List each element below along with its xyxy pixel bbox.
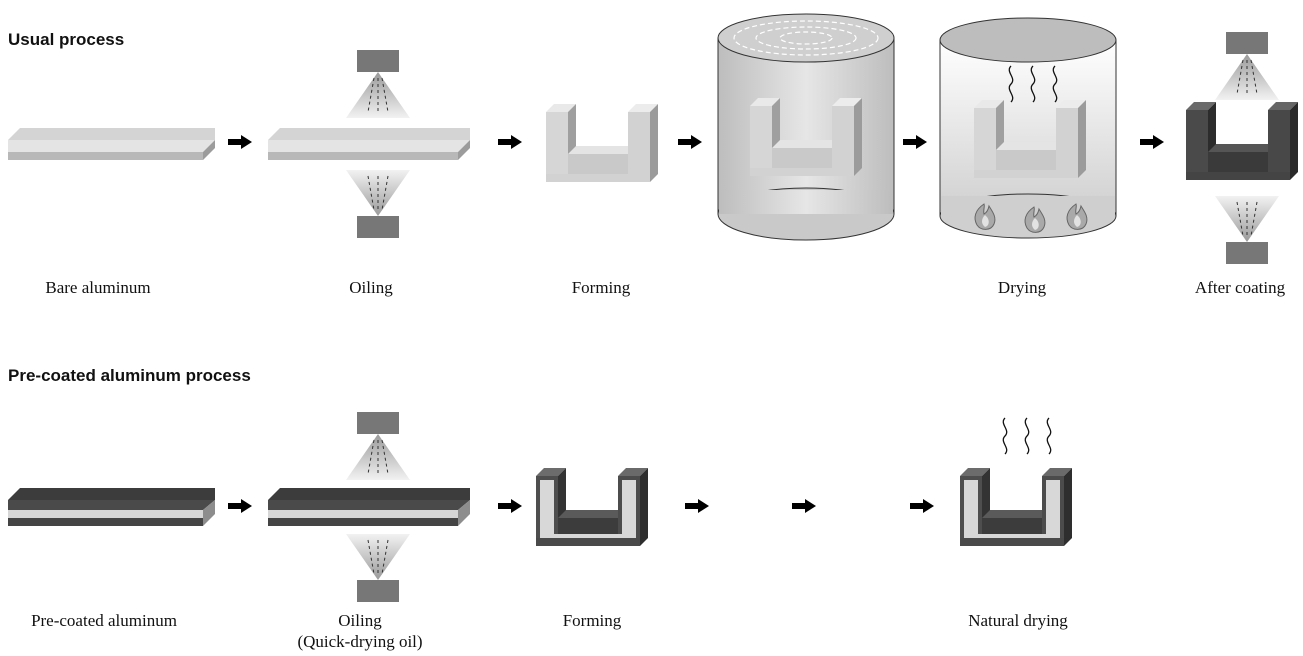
arrow-icon (228, 499, 252, 513)
formed-coated-channel (536, 468, 648, 546)
arrow-icon (685, 499, 709, 513)
steam-icon (1046, 417, 1052, 455)
label-after-coating: After coating (1194, 278, 1286, 297)
drying-oven (939, 17, 1117, 239)
label-forming: Forming (571, 278, 631, 297)
arrow-icon (903, 135, 927, 149)
label-quick-drying-oil: (Quick-drying oil) (297, 632, 423, 651)
label-forming-coated: Forming (562, 611, 622, 630)
arrow-icon (792, 499, 816, 513)
arrow-icon (678, 135, 702, 149)
label-bare-aluminum: Bare aluminum (45, 278, 151, 297)
usual-process-title: Usual process (8, 30, 125, 49)
bare-aluminum-sheet (8, 128, 215, 160)
label-oiling-quick: Oiling (338, 611, 382, 630)
label-natural-drying: Natural drying (968, 611, 1068, 630)
precoated-process-title: Pre-coated aluminum process (8, 366, 251, 385)
after-coating-station (1186, 31, 1298, 265)
arrow-icon (910, 499, 934, 513)
quick-oiling-station (268, 411, 470, 603)
precoated-aluminum-sheet (8, 488, 215, 526)
label-precoated-aluminum: Pre-coated aluminum (31, 611, 177, 630)
oiling-station (268, 49, 470, 239)
label-drying: Drying (997, 278, 1047, 297)
steam-icon (1024, 417, 1030, 455)
natural-drying-channel (960, 417, 1072, 546)
coating-tank (717, 13, 895, 241)
label-oiling: Oiling (349, 278, 393, 297)
arrow-icon (1140, 135, 1164, 149)
arrow-icon (498, 499, 522, 513)
arrow-icon (498, 135, 522, 149)
formed-channel (546, 104, 658, 182)
arrow-icon (228, 135, 252, 149)
steam-icon (1002, 417, 1008, 455)
